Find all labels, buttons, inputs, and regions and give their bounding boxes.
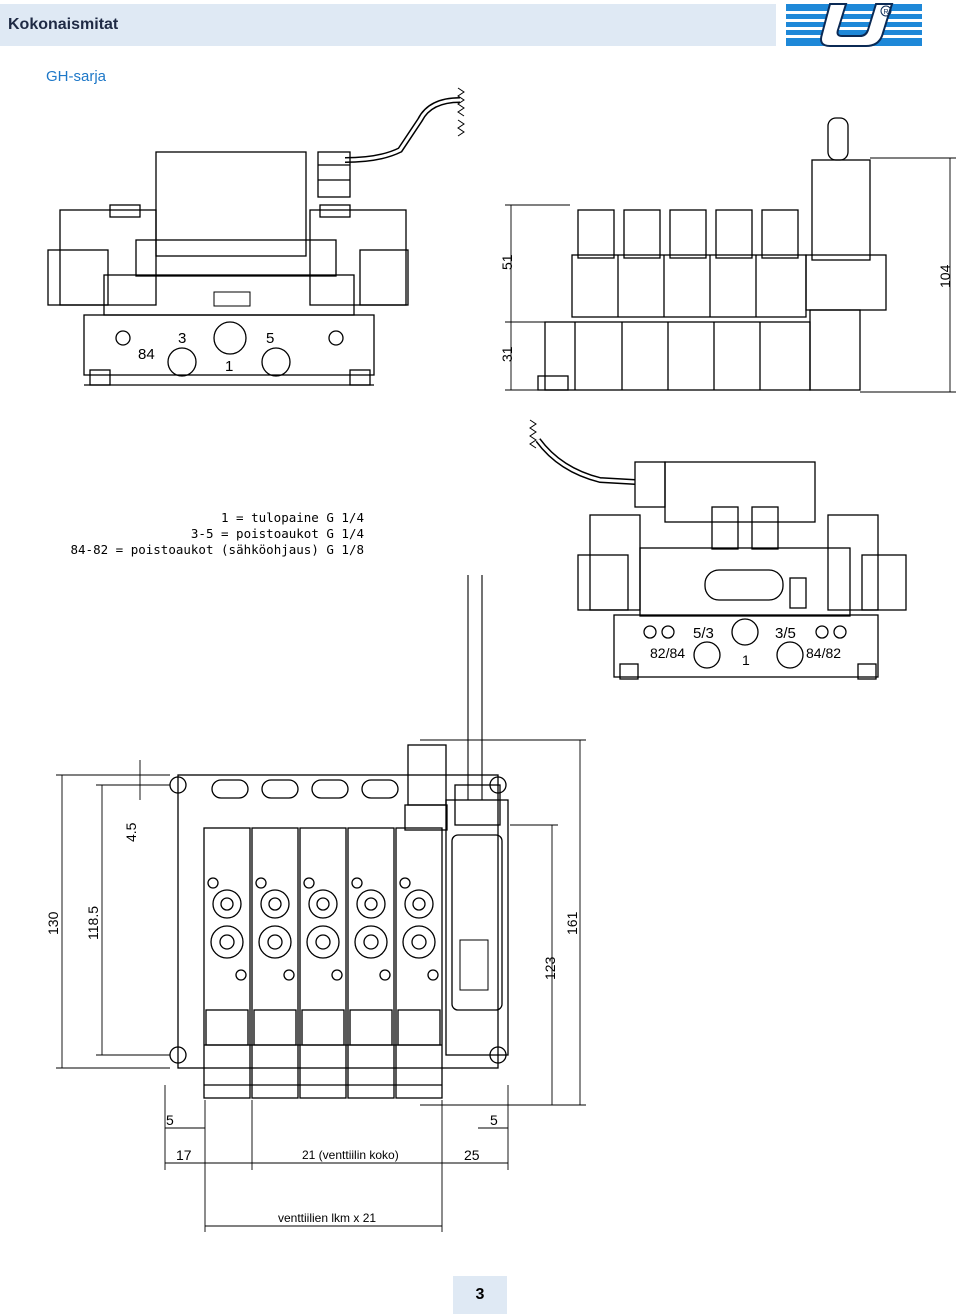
page-number: 3 [453,1276,507,1314]
legend-line-3: 84-82 = poistoaukot (sähköohjaus) G 1/8 [70,542,365,557]
logo-u-shape [820,3,894,47]
top-view: 130 118.5 4.5 161 123 [45,575,586,1232]
dim-25: 25 [464,1147,480,1163]
front-port-label-3: 3 [178,330,186,347]
dim-17: 17 [176,1147,192,1163]
dim-valve-count-x-21: venttiilien lkm x 21 [278,1211,376,1225]
registered-mark: R [883,9,888,16]
dim-104: 104 [937,264,953,288]
legend-line-2: 3-5 = poistoaukot G 1/4 [190,526,364,541]
end-port-label-84-82: 84/82 [806,645,841,661]
dim-118-5: 118.5 [85,906,101,940]
dim-161: 161 [564,911,580,935]
end-view: 5/3 3/5 82/84 1 84/82 [529,419,907,680]
dim-4-5: 4.5 [123,822,139,842]
dim-5-right: 5 [490,1112,498,1128]
front-port-label-1: 1 [225,358,233,375]
front-port-label-84: 84 [138,346,155,363]
dim-130: 130 [45,911,61,935]
end-port-label-1: 1 [742,652,750,668]
end-port-label-82-84: 82/84 [650,645,685,661]
valve-modules [203,827,443,1099]
port-legend: 1 = tulopaine G 1/4 3-5 = poistoaukot G … [34,510,365,558]
dim-31: 31 [499,346,515,362]
dim-51: 51 [499,254,515,270]
front-view: 3 5 84 1 [47,87,465,386]
dim-5-left: 5 [166,1112,174,1128]
page-title: Kokonaismitat [8,16,119,33]
header: Kokonaismitat R [0,0,960,50]
end-port-label-3-5: 3/5 [775,625,796,642]
dim-21-valve-size: 21 (venttiilin koko) [302,1148,399,1162]
side-view: 51 31 104 [499,117,956,393]
front-port-label-5: 5 [266,330,274,347]
legend-line-1: 1 = tulopaine G 1/4 [221,510,364,525]
end-port-label-5-3: 5/3 [693,625,714,642]
brand-logo: R [786,3,922,47]
header-band [0,4,776,46]
dim-123: 123 [542,956,558,980]
series-title: GH-sarja [46,68,107,85]
